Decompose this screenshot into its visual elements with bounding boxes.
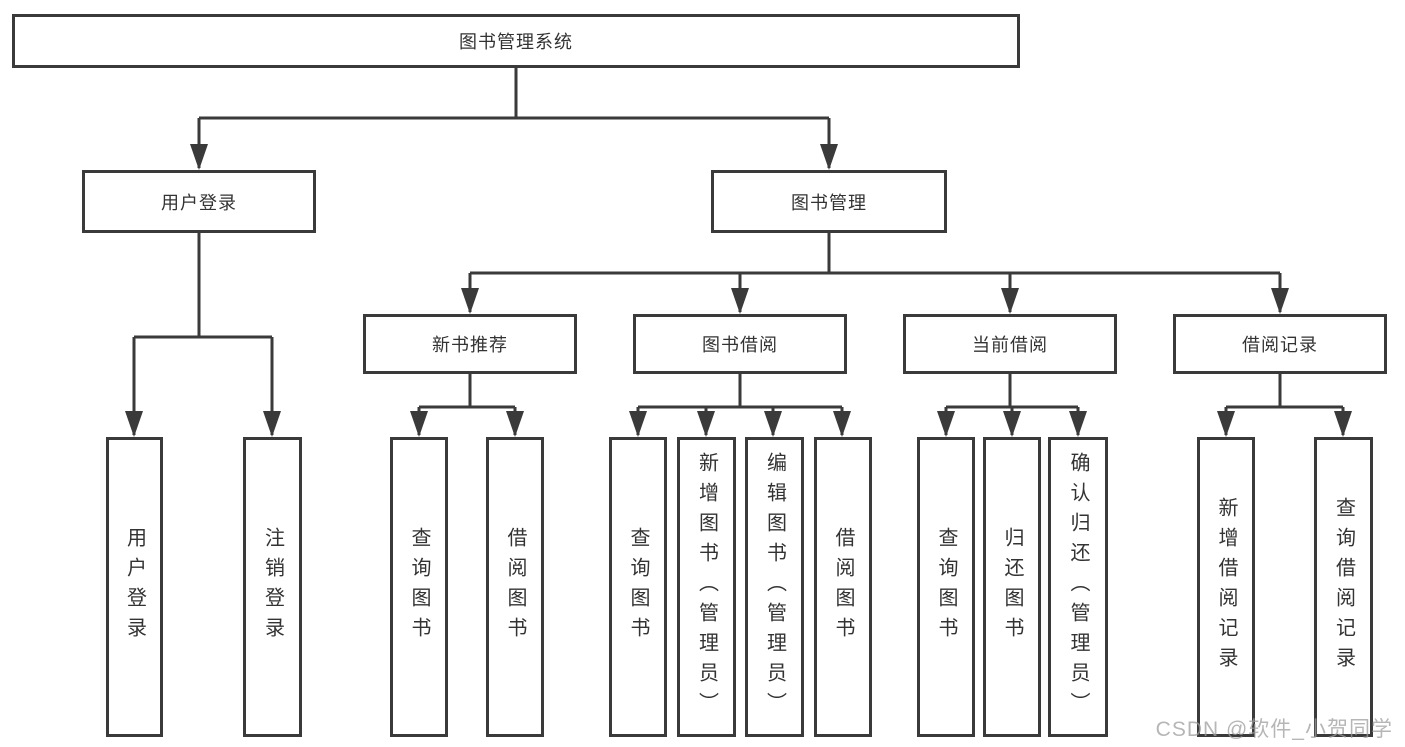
node-leaf-nb-query-books: 查询图书 bbox=[390, 437, 448, 737]
node-book-management-branch: 图书管理 bbox=[711, 170, 947, 233]
node-leaf-user-login: 用户登录 bbox=[106, 437, 163, 737]
node-leaf-bb-edit-books-admin: 编辑图书（管理员） bbox=[745, 437, 804, 737]
node-user-login-branch: 用户登录 bbox=[82, 170, 316, 233]
node-library-system: 图书管理系统 bbox=[12, 14, 1020, 68]
node-leaf-cb-confirm-return-admin: 确认归还（管理员） bbox=[1048, 437, 1108, 737]
node-book-borrowing: 图书借阅 bbox=[633, 314, 847, 374]
node-leaf-bb-add-books-admin: 新增图书（管理员） bbox=[677, 437, 736, 737]
node-leaf-logout: 注销登录 bbox=[243, 437, 302, 737]
node-leaf-bb-borrow-books: 借阅图书 bbox=[814, 437, 872, 737]
node-leaf-br-query-record: 查询借阅记录 bbox=[1314, 437, 1373, 737]
node-leaf-br-add-record: 新增借阅记录 bbox=[1197, 437, 1255, 737]
node-leaf-bb-query-books: 查询图书 bbox=[609, 437, 667, 737]
node-borrow-records: 借阅记录 bbox=[1173, 314, 1387, 374]
node-leaf-nb-borrow-books: 借阅图书 bbox=[486, 437, 544, 737]
node-current-borrowing: 当前借阅 bbox=[903, 314, 1117, 374]
node-new-book-recommend: 新书推荐 bbox=[363, 314, 577, 374]
csdn-watermark: CSDN @软件_小贺同学 bbox=[1155, 718, 1393, 741]
node-leaf-cb-return-books: 归还图书 bbox=[983, 437, 1041, 737]
node-leaf-cb-query-books: 查询图书 bbox=[917, 437, 975, 737]
